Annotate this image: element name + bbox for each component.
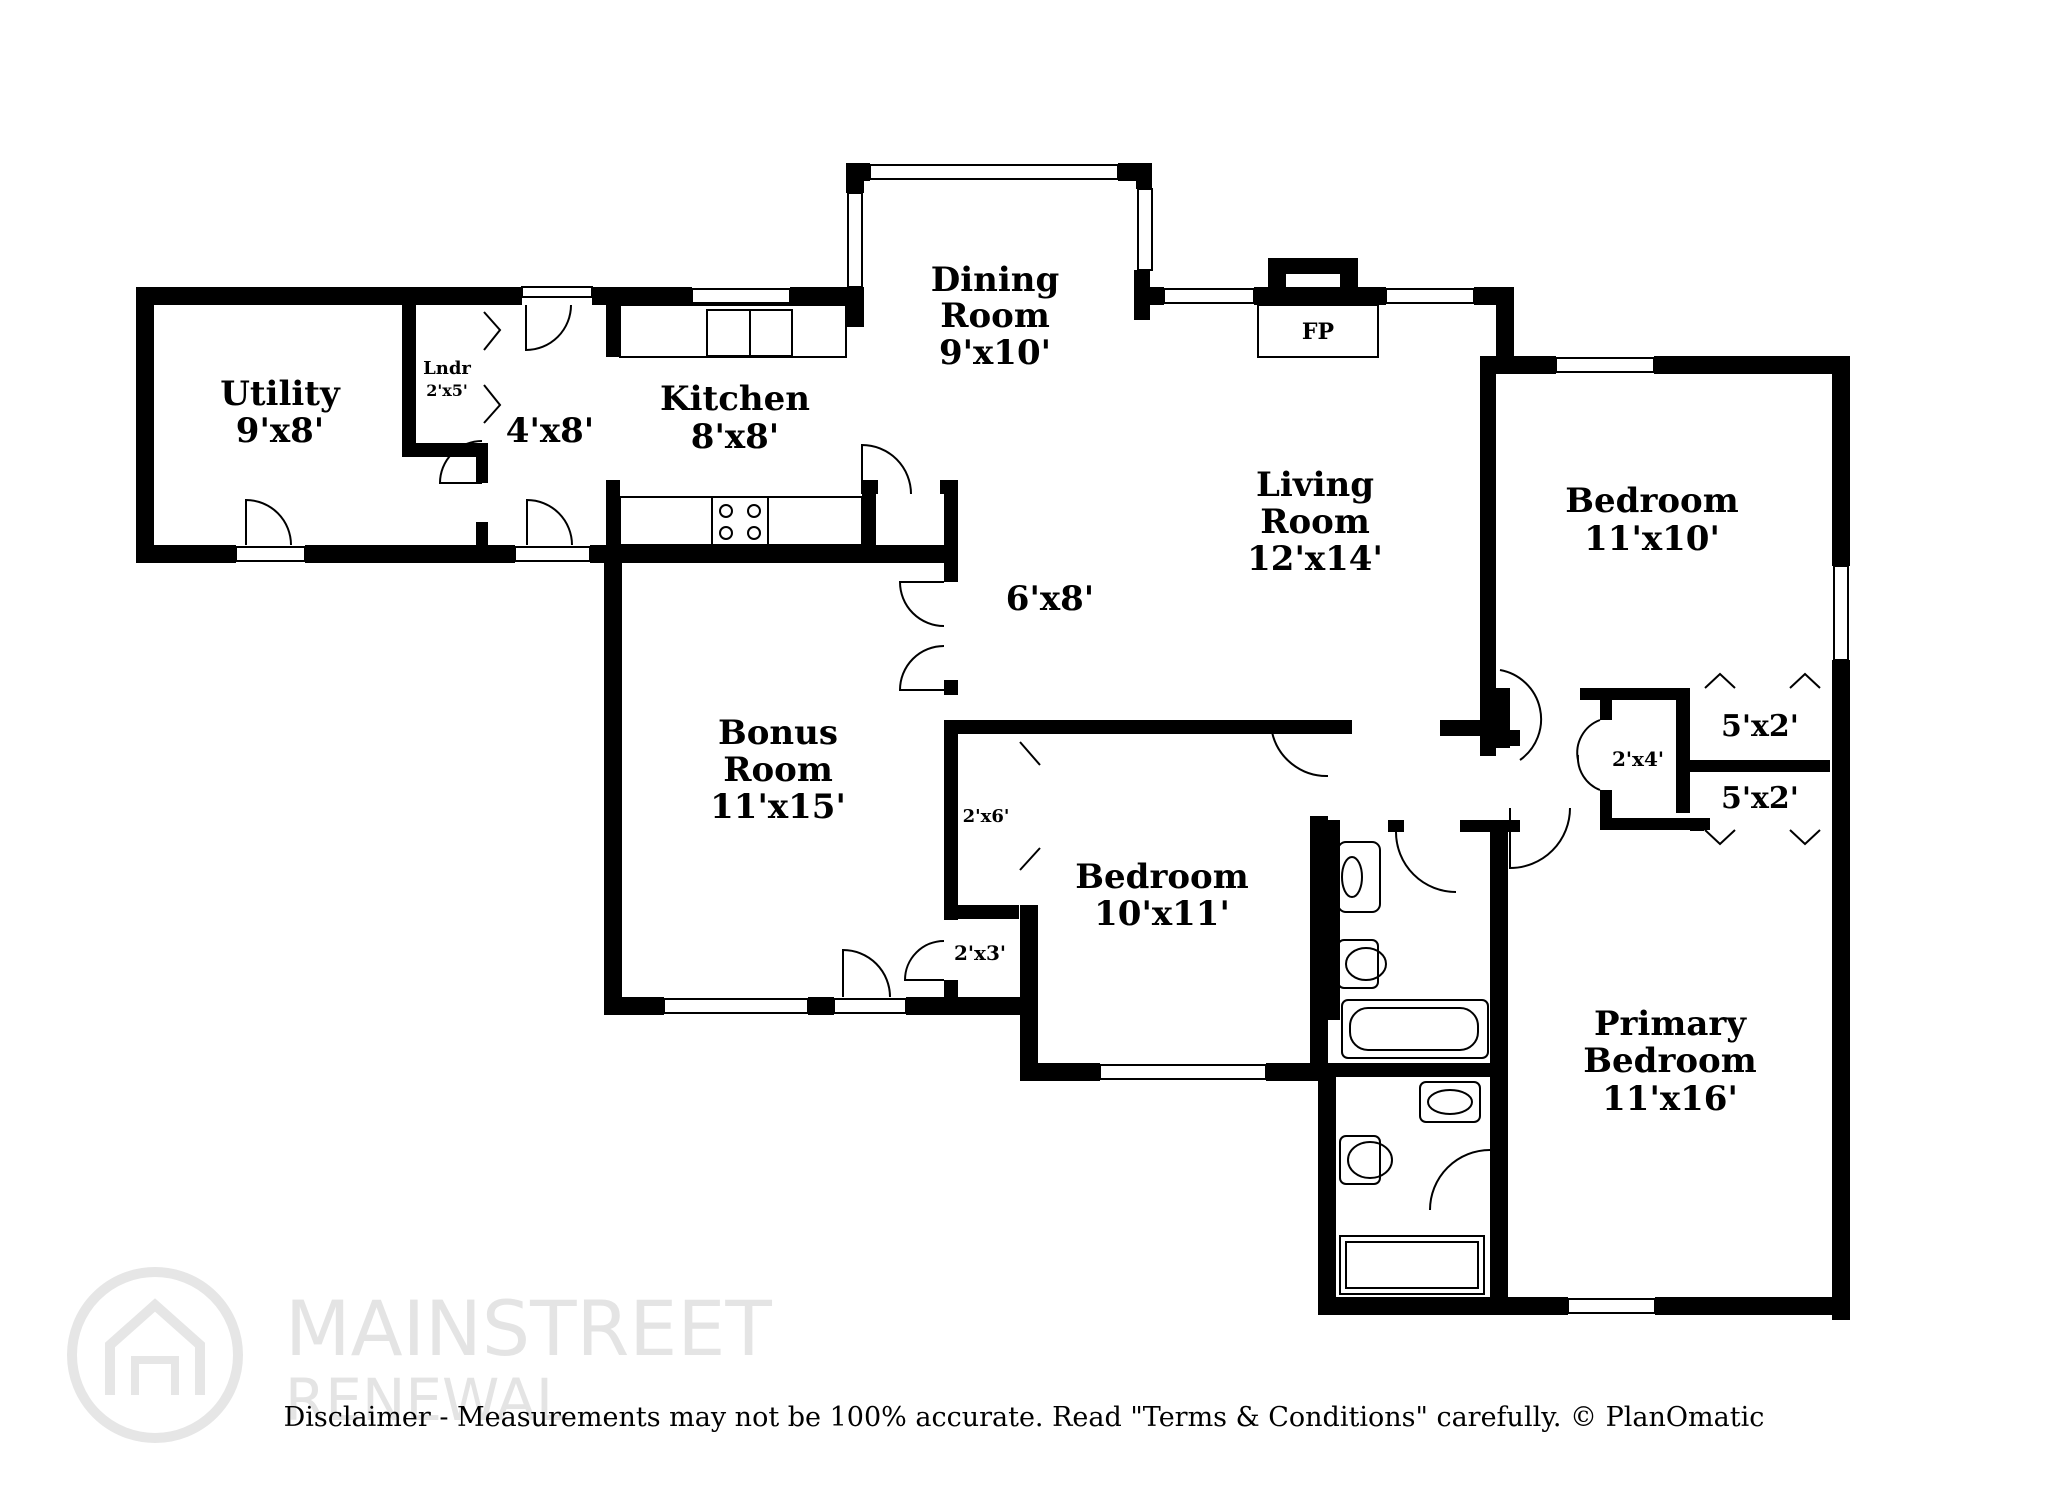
room-name: Lndr [423,358,471,379]
closet-2x4-dimensions: 2'x4' [1612,747,1664,771]
room-name-line1: Dining [931,260,1060,300]
room-name-line2: Room [723,750,833,790]
sink-icon [1337,841,1381,913]
kitchen-counter-bottom [619,496,863,546]
room-name: Utility [220,374,341,414]
disclaimer-text: Disclaimer - Measurements may not be 100… [283,1402,1765,1433]
room-name: Kitchen [660,379,810,419]
room-dimensions: 8'x8' [691,417,779,457]
room-bedroom-mid: Bedroom 10'x11' [1075,857,1248,934]
shower-icon [1339,1235,1485,1295]
room-bedroom-ne: Bedroom 11'x10' [1565,481,1738,559]
room-name-line2: Room [1260,502,1370,542]
room-name-line1: Bonus [718,713,838,753]
closet-2x6-dimensions: 2'x6' [963,806,1010,827]
mainstreet-logo-watermark: MAINSTREET RENEWAL [67,1267,772,1443]
room-dimensions: 4'x8' [506,411,594,451]
room-dining: Dining Room 9'x10' [931,260,1060,373]
room-dimensions: 11'x15' [710,787,846,827]
room-dimensions: 9'x10' [939,333,1051,373]
room-laundry: Lndr 2'x5' [423,358,471,400]
room-name-line2: Bedroom [1583,1041,1756,1081]
room-dimensions: 2'x5' [426,381,468,400]
fireplace-label: FP [1302,319,1334,345]
room-name-line2: Room [940,296,1050,336]
room-dimensions: 11'x16' [1602,1079,1738,1119]
room-dimensions: 10'x11' [1094,894,1230,934]
windows [235,164,1849,1314]
watermark-line2: RENEWAL [285,1366,568,1434]
room-primary: Primary Bedroom 11'x16' [1583,1004,1756,1119]
toilet-icon [1339,1135,1381,1185]
room-dimensions: 11'x10' [1584,519,1720,559]
fixtures [619,304,1489,1295]
closet-5x2-a-dimensions: 5'x2' [1721,709,1799,744]
room-name-line1: Living [1256,465,1374,505]
sink-icon [1419,1081,1481,1123]
kitchen-counter-top [619,304,847,358]
room-dimensions: 9'x8' [236,411,324,451]
room-hall-4x8: 4'x8' [506,411,594,451]
room-name: Bedroom [1075,857,1248,897]
room-name-line1: Primary [1594,1004,1747,1044]
doors [245,304,1821,1211]
room-dimensions: 12'x14' [1247,539,1383,579]
fireplace-icon [1257,304,1379,358]
walls [136,163,1850,1320]
stove-icon [711,496,769,546]
hall-6x8-dimensions: 6'x8' [1006,579,1094,619]
room-name: Bedroom [1565,481,1738,521]
closet-5x2-b-dimensions: 5'x2' [1721,781,1799,816]
room-living: Living Room 12'x14' [1247,465,1383,579]
room-utility: Utility 9'x8' [220,374,341,451]
room-bonus: Bonus Room 11'x15' [710,713,846,827]
closet-2x3-dimensions: 2'x3' [954,941,1006,965]
watermark-line1: MAINSTREET [285,1284,772,1373]
room-labels: Utility 9'x8' Lndr 2'x5' 4'x8' Kitchen 8… [220,260,1799,1119]
toilet-icon [1337,939,1379,989]
room-kitchen: Kitchen 8'x8' [660,379,810,457]
bathtub-icon [1341,999,1489,1059]
